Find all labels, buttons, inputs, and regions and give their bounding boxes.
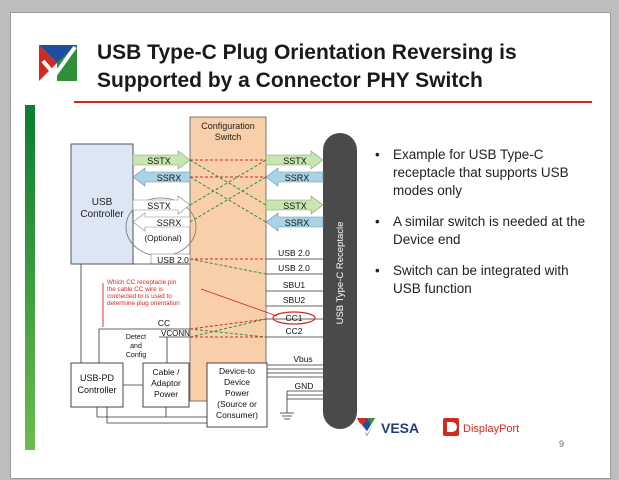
cc-label-left: CC	[158, 318, 170, 328]
ssrx-arrow-left-1	[132, 167, 191, 187]
cable-adaptor-label-1: Cable /	[153, 367, 181, 377]
usb-pd-label-1: USB-PD	[80, 373, 115, 383]
bullet-item-1: • Example for USB Type-C receptacle that…	[373, 146, 598, 200]
config-switch-label-2: Switch	[215, 132, 242, 142]
device-to-device-power-box	[206, 362, 268, 428]
cable-adaptor-power-box	[142, 362, 190, 408]
d2d-label-4: (Source or	[217, 399, 257, 409]
annotation-line-4: determine plug orientation	[107, 300, 180, 307]
slide-title-line2: Supported by a Connector PHY Switch	[97, 69, 483, 92]
gnd-lines	[280, 390, 323, 420]
usb20-label-right-1: USB 2.0	[278, 248, 310, 258]
sstx-arrow-right-1	[265, 150, 324, 170]
sstx-label-left-2: SSTX	[147, 201, 171, 211]
sbu1-label: SBU1	[283, 280, 305, 290]
ssrx-label-right-1: SSRX	[285, 173, 310, 183]
sstx-arrow-right-2	[265, 195, 324, 215]
ssrx-label-right-2: SSRX	[285, 218, 310, 228]
ssrx-arrow-left-2	[132, 212, 191, 232]
checkmark-logo-icon	[37, 43, 77, 81]
vbus-label: Vbus	[293, 354, 312, 364]
ssrx-label-left-2: SSRX	[157, 218, 182, 228]
sstx-arrow-left-2	[132, 195, 191, 215]
usb20-label-right-2: USB 2.0	[278, 263, 310, 273]
sstx-label-right-1: SSTX	[283, 156, 307, 166]
sstx-label-right-2: SSTX	[283, 201, 307, 211]
cc2-label: CC2	[285, 326, 302, 336]
cable-adaptor-label-3: Power	[154, 389, 178, 399]
slide-title: USB Type-C Plug Orientation Reversing is…	[97, 39, 597, 95]
receptacle-label: USB Type-C Receptacle	[335, 222, 346, 325]
cable-adaptor-label-2: Adaptor	[151, 378, 181, 388]
usb-type-c-receptacle	[323, 133, 357, 429]
bullet-dot: •	[375, 214, 380, 229]
usb-pd-controller-box	[70, 362, 124, 408]
detect-label-2: and	[130, 343, 142, 350]
displayport-logo-text: DisplayPort	[463, 423, 519, 435]
bullet-dot: •	[375, 263, 380, 278]
bullet-item-2: • A similar switch is needed at the Devi…	[373, 213, 598, 249]
usb-controller-label-1: USB	[92, 197, 113, 208]
detect-label-3: Config	[126, 352, 146, 359]
usb-controller-box	[70, 143, 134, 265]
annotation-line-3: connected to is used to	[107, 293, 172, 300]
gnd-label: GND	[295, 381, 314, 391]
bullet-text-3: Switch can be integrated with USB functi…	[393, 263, 569, 296]
connector-phy-diagram: USB Controller Configuration Switch USB …	[70, 116, 357, 429]
cc1-highlight	[272, 311, 316, 325]
bullet-dot: •	[375, 147, 380, 162]
vesa-logo-text: VESA	[381, 420, 419, 436]
ssrx-label-left-1: SSRX	[157, 173, 182, 183]
d2d-label-2: Device	[224, 377, 250, 387]
vbus-lines	[267, 364, 323, 378]
usb20-label-left: USB 2.0	[157, 255, 189, 265]
displayport-logo: DisplayPort	[443, 418, 519, 436]
bullet-item-3: • Switch can be integrated with USB func…	[373, 262, 598, 298]
config-switch-label-1: Configuration	[201, 121, 255, 131]
switch-crossover-lines	[189, 159, 267, 338]
annotation-pointer	[200, 288, 278, 317]
bullet-text-2: A similar switch is needed at the Device…	[393, 214, 586, 247]
page-number: 9	[559, 439, 565, 449]
vesa-logo: VESA	[357, 416, 419, 436]
annotation-line-2: the cable CC wire is	[107, 286, 163, 293]
sstx-label-left-1: SSTX	[147, 156, 171, 166]
ssrx-arrow-right-2	[265, 212, 324, 232]
vconn-label: VCONN	[161, 329, 190, 338]
sbu2-label: SBU2	[283, 295, 305, 305]
usb-controller-label-2: Controller	[80, 209, 124, 220]
annotation-line-1: Which CC receptacle pin	[107, 279, 177, 286]
bottom-interconnect-lines	[96, 384, 207, 424]
side-accent-bar	[25, 105, 35, 450]
bullet-list: • Example for USB Type-C receptacle that…	[373, 146, 598, 311]
optional-label: (Optional)	[144, 233, 181, 243]
d2d-label-5: Consumer)	[216, 410, 258, 420]
bullet-text-1: Example for USB Type-C receptacle that s…	[393, 147, 569, 198]
slide-title-line1: USB Type-C Plug Orientation Reversing is	[97, 41, 517, 64]
detect-label-1: Detect	[126, 334, 146, 341]
usb-pd-label-2: Controller	[77, 385, 116, 395]
cc1-label: CC1	[285, 313, 302, 323]
title-underline	[74, 101, 592, 103]
slide: USB Type-C Plug Orientation Reversing is…	[10, 12, 611, 479]
d2d-label-1: Device-to	[219, 366, 255, 376]
d2d-label-3: Power	[225, 388, 249, 398]
sstx-arrow-left-1	[132, 150, 191, 170]
ssrx-arrow-right-1	[265, 167, 324, 187]
